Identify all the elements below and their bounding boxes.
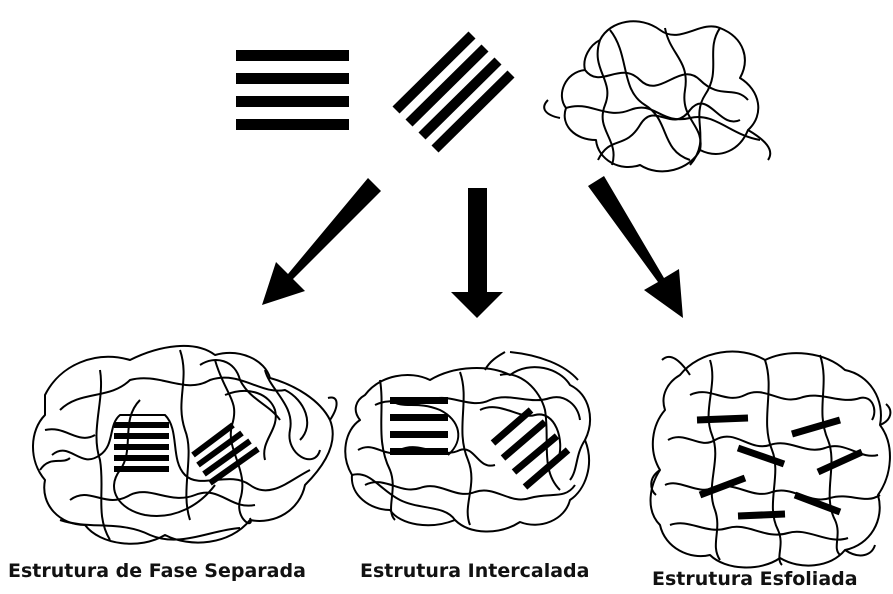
polymer-coil [544,21,770,171]
clay-stack-horizontal [236,50,349,130]
clay-stack-tilted [396,35,511,149]
clay-stack-intercalated-tilted [493,410,568,487]
caption-phase-separated: Estrutura de Fase Separada [8,560,306,582]
exfoliated-structure [651,352,891,568]
arrow-center [451,188,503,318]
exfoliated-clay-platelets [697,418,862,516]
caption-exfoliated: Estrutura Esfoliada [652,568,858,590]
phase-separated-structure [33,346,337,544]
clay-stack-separated-tilted [193,425,258,483]
caption-intercalated: Estrutura Intercalada [360,560,589,582]
intercalated-structure [345,352,590,532]
arrow-left [262,178,381,305]
polymer-matrix-left [33,346,337,544]
arrow-right [588,176,683,318]
